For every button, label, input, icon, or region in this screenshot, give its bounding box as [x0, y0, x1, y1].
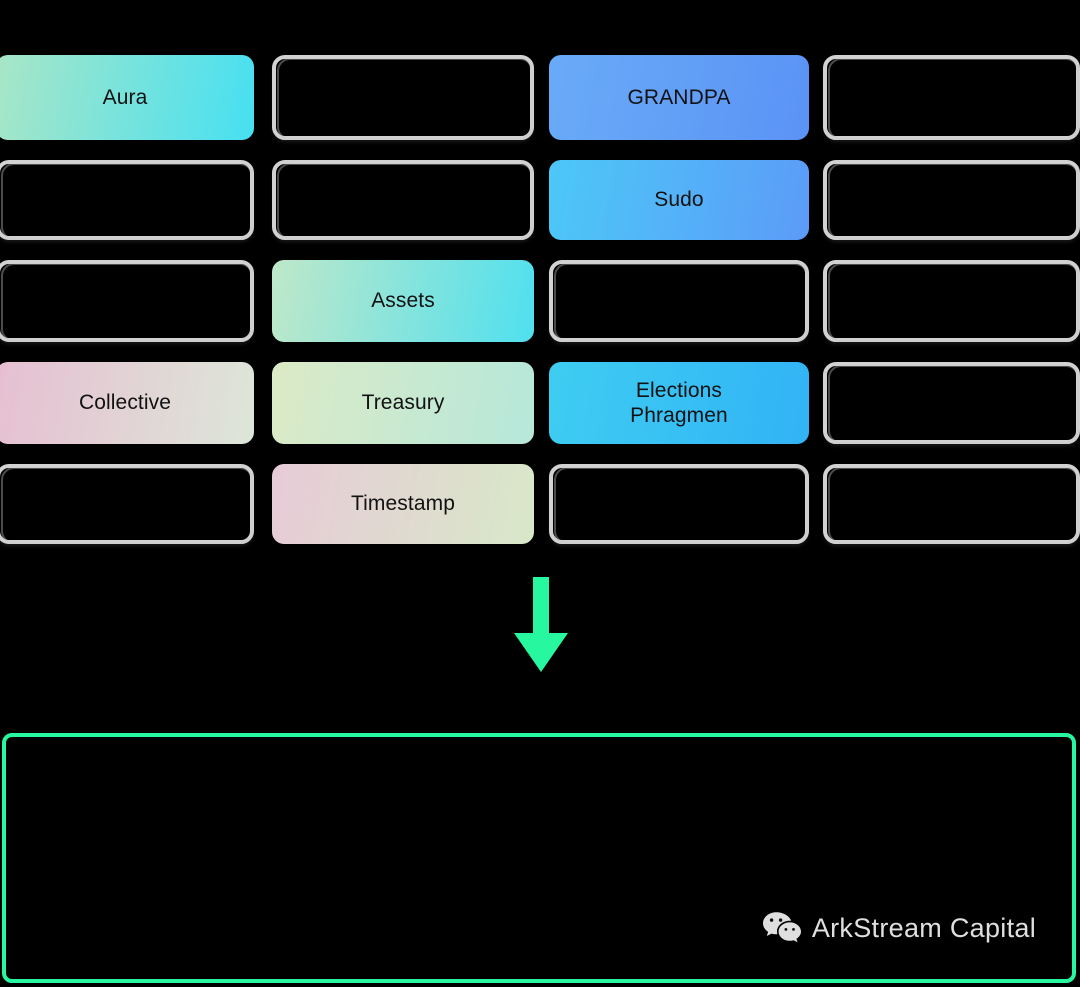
pallet-card-empty-8[interactable]	[823, 160, 1080, 240]
pallet-label: Collective	[78, 391, 172, 415]
pallet-card-sudo-7[interactable]: Sudo	[549, 160, 809, 240]
pallet-card-aura-1[interactable]: Aura	[0, 55, 254, 140]
pallet-label: Elections Phragmen	[630, 378, 728, 427]
pallet-card-empty-4[interactable]	[823, 55, 1080, 140]
pallet-card-collective-13[interactable]: Collective	[0, 362, 254, 444]
pallet-card-empty-6[interactable]	[272, 160, 534, 240]
pallet-label: Assets	[371, 289, 435, 313]
pallet-card-elections-phragmen-15[interactable]: Elections Phragmen	[549, 362, 809, 444]
pallet-label: Timestamp	[351, 492, 455, 516]
pallet-card-empty-11[interactable]	[549, 260, 809, 342]
pallet-label: Aura	[102, 85, 148, 109]
pallet-label: Treasury	[361, 391, 445, 415]
pallet-card-empty-20[interactable]	[823, 464, 1080, 544]
pallet-card-empty-19[interactable]	[549, 464, 809, 544]
pallet-card-empty-16[interactable]	[823, 362, 1080, 444]
watermark-label: ArkStream Capital	[811, 912, 1036, 943]
pallet-card-empty-5[interactable]	[0, 160, 254, 240]
watermark: ArkStream Capital	[762, 911, 1036, 945]
pallet-card-assets-10[interactable]: Assets	[272, 260, 534, 342]
wechat-icon	[762, 911, 802, 945]
pallet-card-empty-12[interactable]	[823, 260, 1080, 342]
pallet-card-empty-17[interactable]	[0, 464, 254, 544]
pallet-card-timestamp-18[interactable]: Timestamp	[272, 464, 534, 544]
pallet-label: GRANDPA	[627, 85, 731, 109]
arrow-down-icon	[506, 575, 576, 675]
summary-panel: ArkStream Capital	[2, 733, 1076, 983]
pallet-card-grandpa-3[interactable]: GRANDPA	[549, 55, 809, 140]
pallet-label: Sudo	[654, 188, 704, 212]
pallet-card-empty-2[interactable]	[272, 55, 534, 140]
pallet-card-empty-9[interactable]	[0, 260, 254, 342]
pallet-card-treasury-14[interactable]: Treasury	[272, 362, 534, 444]
